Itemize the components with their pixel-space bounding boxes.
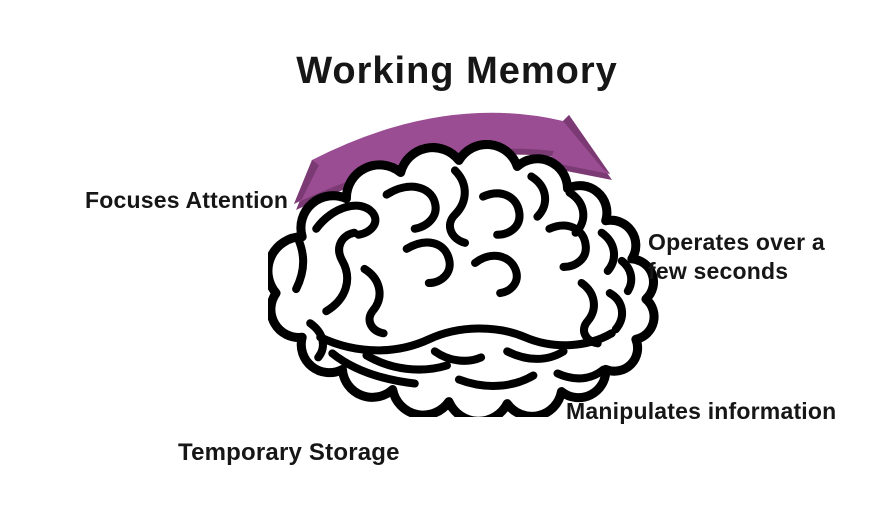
brain-gyri-lines xyxy=(292,166,636,390)
curved-arrow-icon xyxy=(294,112,612,210)
arrow-shape xyxy=(294,112,610,204)
page-title: Working Memory xyxy=(296,50,618,92)
annotation-temporary-storage: Temporary Storage xyxy=(178,439,400,466)
arrow-tail-bevel xyxy=(294,160,319,204)
brain-illustration xyxy=(268,140,659,417)
annotation-focuses-attention: Focuses Attention xyxy=(85,187,289,213)
annotation-manipulates-information: Manipulates information xyxy=(566,398,837,424)
arrow-head-bevel xyxy=(563,115,610,174)
annotation-operates-over-seconds: Operates over a few seconds xyxy=(648,229,825,284)
